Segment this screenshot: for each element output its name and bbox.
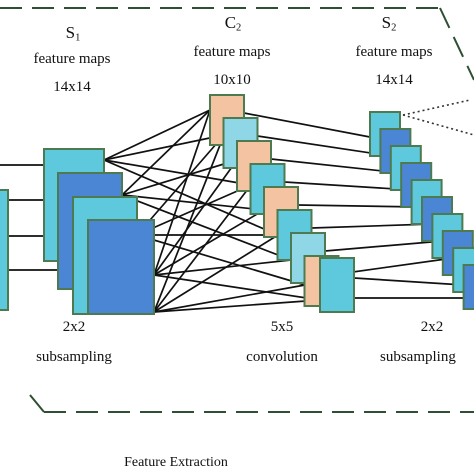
s2-title: S2 [369, 13, 409, 34]
s2-size: 14x14 [375, 72, 413, 88]
s2-subtitle: feature maps [355, 44, 433, 60]
connection-line-35 [353, 277, 464, 286]
feature-extraction-frame [0, 7, 474, 413]
connection-line-24 [153, 234, 279, 313]
connection-line-33 [324, 240, 443, 252]
connection-line-18 [153, 159, 238, 276]
connection-line-5 [103, 109, 211, 161]
op2-name: convolution [246, 349, 318, 365]
connection-line-20 [153, 259, 292, 276]
connection-line-8 [103, 159, 279, 236]
connection-line-21 [153, 274, 321, 301]
s2-title-index: 2 [391, 22, 397, 34]
s1-map-4 [87, 219, 155, 315]
s1-title-index: 1 [75, 32, 81, 44]
s2-map-10 [462, 264, 474, 310]
connection-line-28 [257, 135, 391, 157]
c2-title-index: 2 [236, 22, 242, 34]
c2-map-9 [319, 257, 355, 313]
op3-size: 2x2 [420, 319, 444, 335]
s1-subtitle: feature maps [33, 51, 111, 67]
c2-feature-maps [209, 94, 355, 313]
c2-size: 10x10 [213, 72, 251, 88]
s1-size: 14x14 [53, 79, 91, 95]
s1-feature-maps [43, 148, 155, 315]
connection-line-6 [103, 134, 225, 161]
connection-line-9 [121, 109, 211, 196]
projection-lines [402, 99, 474, 136]
connection-line-12 [121, 194, 292, 261]
connection-line-23 [153, 184, 252, 313]
connection-line-26 [153, 299, 321, 313]
connection-line-34 [338, 257, 454, 275]
connection-line-17 [153, 109, 211, 276]
c2-title: C2 [213, 13, 253, 34]
s2-title-letter: S [381, 13, 392, 32]
op2-size: 5x5 [270, 319, 294, 335]
connection-line-7 [103, 159, 252, 186]
connection-lines [0, 109, 474, 313]
connection-line-25 [153, 284, 306, 313]
connection-line-22 [153, 134, 225, 313]
connection-line-10 [121, 159, 238, 196]
feature-extraction-label: Feature Extraction [124, 455, 228, 470]
s1-title-letter: S [65, 23, 76, 42]
connection-line-11 [121, 194, 265, 211]
connection-line-13 [136, 134, 225, 236]
input-feature-map [0, 189, 9, 311]
connection-line-27 [243, 112, 381, 140]
s2-feature-maps [369, 111, 474, 310]
op1-name: subsampling [36, 349, 112, 365]
op1-size: 2x2 [62, 319, 86, 335]
c2-title-letter: C [224, 13, 237, 32]
op3-name: subsampling [380, 350, 456, 365]
s1-title: S1 [55, 23, 91, 44]
c2-subtitle: feature maps [193, 44, 271, 60]
